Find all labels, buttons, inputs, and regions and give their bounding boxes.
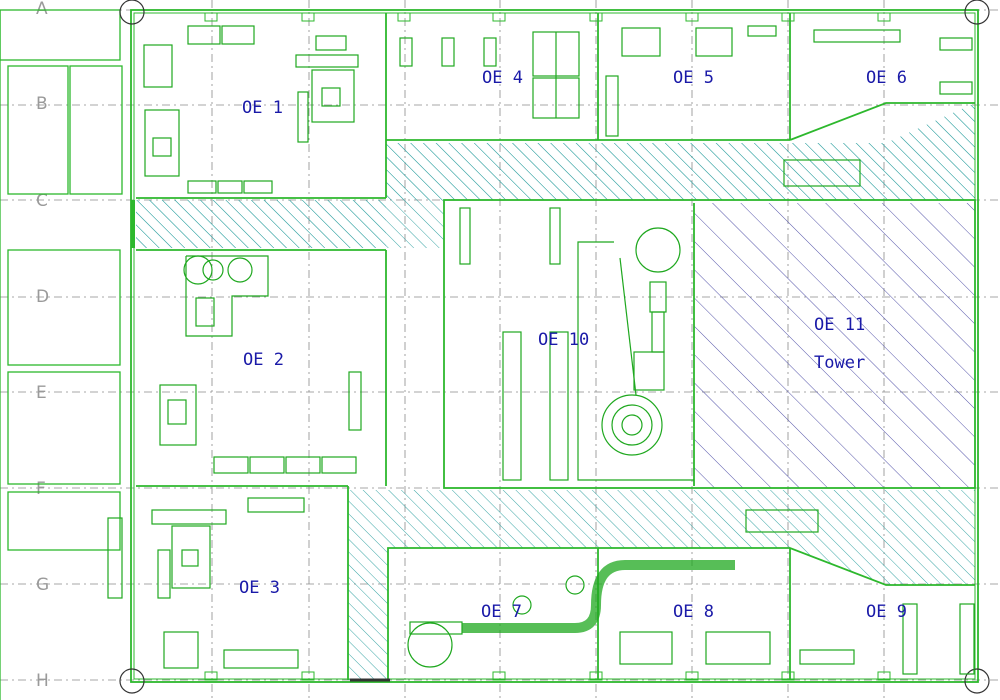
oe4-6-equipment [399,25,973,137]
zone-labels: OE 1 OE 2 OE 3 OE 4 OE 5 OE 6 OE 7 OE 8 … [239,68,907,622]
row-label-f: F [36,479,46,499]
oe1-equipment [143,25,359,194]
left-annex [0,9,123,700]
oe2-equipment [159,255,362,474]
row-label-h: H [36,671,49,691]
zone-label-oe11: OE 11 [814,315,865,335]
row-label-b: B [36,94,48,114]
row-label-d: D [36,287,49,307]
oe10-equipment [459,207,694,481]
zone-label-oe9: OE 9 [866,602,907,622]
tower-area [694,203,975,488]
zone-label-oe5: OE 5 [673,68,714,88]
oe7-9-equipment [407,159,975,675]
zone-label-oe2: OE 2 [243,350,284,370]
zone-label-oe6: OE 6 [866,68,907,88]
oe3-equipment [107,497,305,669]
building-walls [130,9,979,683]
corridor-hatching [136,103,975,680]
zone-label-oe7: OE 7 [481,602,522,622]
zone-label-oe10: OE 10 [538,330,589,350]
wall-ticks [204,12,891,681]
row-label-e: E [36,383,47,403]
row-label-g: G [36,575,49,595]
zone-label-oe1: OE 1 [242,98,283,118]
zone-label-oe8: OE 8 [673,602,714,622]
row-labels: A B C D E F G H [36,0,49,691]
columns [119,0,990,694]
zone-label-oe4: OE 4 [482,68,523,88]
row-label-c: C [36,191,48,211]
zone-label-tower: Tower [814,353,865,373]
zone-label-oe3: OE 3 [239,578,280,598]
